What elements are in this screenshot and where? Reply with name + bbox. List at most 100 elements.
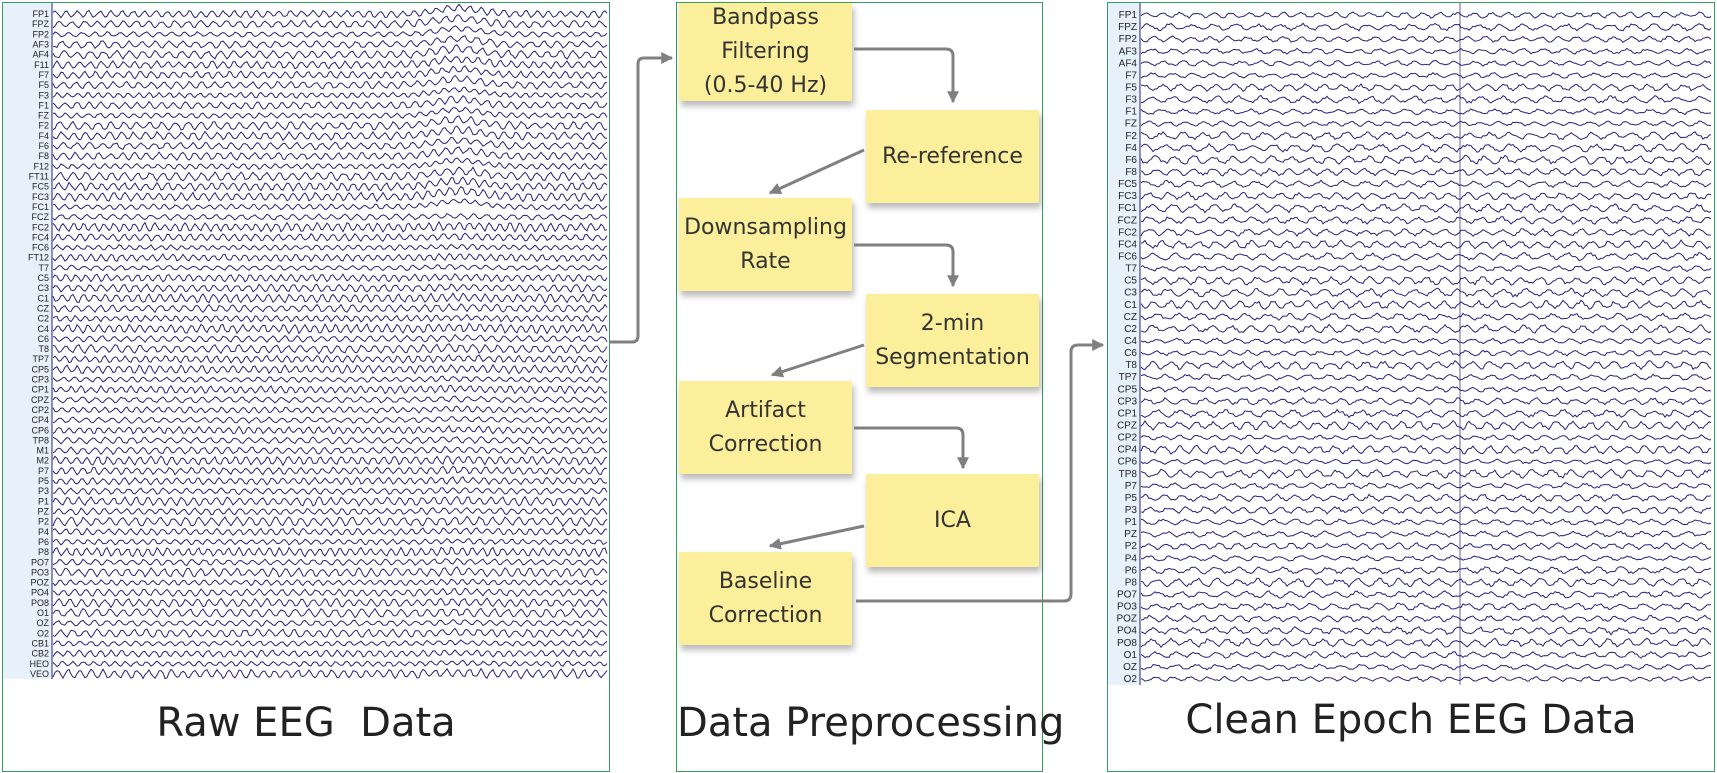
eeg-trace <box>1140 419 1712 431</box>
channel-label: M1 <box>36 446 49 456</box>
channel-label: TP7 <box>1119 372 1138 383</box>
channel-label: P3 <box>38 486 49 496</box>
eeg-trace <box>1140 482 1712 490</box>
channel-label: F5 <box>38 80 49 90</box>
eeg-trace <box>52 94 608 110</box>
channel-label: CPZ <box>1117 420 1137 431</box>
channel-label: FT11 <box>29 172 49 182</box>
channel-label: P4 <box>1125 553 1138 564</box>
eeg-trace <box>1140 120 1712 128</box>
channel-label: FP2 <box>1119 34 1138 45</box>
eeg-trace <box>1140 385 1712 393</box>
eeg-trace <box>52 313 608 323</box>
eeg-trace <box>52 649 607 658</box>
eeg-trace <box>1140 203 1712 214</box>
channel-label: F1 <box>1125 107 1137 118</box>
channel-label: T7 <box>1125 264 1137 275</box>
eeg-trace <box>1140 626 1712 636</box>
eeg-trace <box>52 44 608 60</box>
eeg-trace <box>1140 518 1712 526</box>
eeg-trace <box>52 445 608 456</box>
eeg-trace <box>52 566 608 578</box>
eeg-trace <box>1140 602 1711 612</box>
eeg-trace <box>1140 275 1712 286</box>
channel-label: C2 <box>1124 324 1137 335</box>
eeg-trace <box>52 25 608 38</box>
channel-label: F4 <box>38 131 49 141</box>
eeg-trace <box>1140 191 1712 201</box>
channel-label: M2 <box>36 456 49 466</box>
eeg-trace <box>53 106 608 120</box>
channel-label: O2 <box>1124 674 1138 685</box>
channel-label: F7 <box>1125 70 1137 81</box>
channel-label: F7 <box>38 70 49 80</box>
arrow-raw-to-preprocessing <box>610 52 674 344</box>
eeg-trace <box>1140 35 1712 44</box>
channel-label: FC5 <box>32 182 49 192</box>
channel-label: FC1 <box>32 202 49 212</box>
channel-label: F8 <box>1125 167 1137 178</box>
channel-label: O1 <box>1124 650 1138 661</box>
channel-label: PO4 <box>31 588 49 598</box>
channel-label: CP2 <box>31 405 49 415</box>
channel-label: FP1 <box>1119 10 1138 21</box>
channel-label: AF4 <box>1119 58 1138 69</box>
channel-label: C5 <box>1124 276 1137 287</box>
eeg-trace <box>1140 47 1712 55</box>
channel-label: PO8 <box>1117 638 1137 649</box>
eeg-trace <box>1140 554 1712 562</box>
channel-label: C1 <box>1124 300 1137 311</box>
channel-label: P8 <box>38 547 49 557</box>
eeg-trace <box>52 538 608 546</box>
eeg-trace <box>52 667 608 680</box>
channel-label: FP1 <box>32 9 49 19</box>
eeg-trace <box>52 65 608 80</box>
step-segmentation: 2-min Segmentation <box>866 294 1039 387</box>
channel-label: CZ <box>1124 312 1137 323</box>
channel-label: P5 <box>1125 493 1138 504</box>
eeg-trace <box>52 136 608 151</box>
channel-label: P2 <box>1125 541 1138 552</box>
channel-label: P5 <box>38 476 49 486</box>
eeg-trace <box>52 283 608 293</box>
preprocessing-caption: Data Preprocessing <box>677 700 1065 746</box>
channel-label: P4 <box>38 527 49 537</box>
channel-label: C2 <box>37 314 49 324</box>
channel-label: C1 <box>37 293 49 303</box>
step-baseline-correction: Baseline Correction <box>679 552 852 645</box>
channel-label: C3 <box>1124 288 1137 299</box>
eeg-trace <box>52 487 608 496</box>
channel-label: CP1 <box>1118 408 1138 419</box>
eeg-trace <box>1140 493 1712 503</box>
eeg-trace <box>52 86 608 99</box>
step-artifact-correction: Artifact Correction <box>679 381 852 474</box>
channel-label: FC6 <box>32 243 49 253</box>
step-re-reference: Re-reference <box>866 110 1039 203</box>
channel-label: PZ <box>37 507 49 517</box>
eeg-trace <box>1140 167 1712 177</box>
channel-label: P7 <box>38 466 49 476</box>
channel-label: TP8 <box>32 435 49 445</box>
eeg-trace <box>52 35 608 50</box>
channel-label: P8 <box>1125 577 1138 588</box>
eeg-trace <box>1140 590 1712 599</box>
channel-label: F2 <box>38 121 49 131</box>
eeg-trace <box>1140 251 1712 261</box>
channel-label: FT12 <box>28 253 49 263</box>
channel-label: CP4 <box>1118 445 1138 456</box>
eeg-trace <box>52 405 608 414</box>
eeg-trace <box>52 176 608 193</box>
eeg-trace <box>52 343 608 355</box>
eeg-trace <box>52 506 608 516</box>
channel-label: FP2 <box>32 29 49 39</box>
channel-label: POZ <box>30 578 49 588</box>
eeg-trace <box>1140 94 1712 105</box>
channel-label: P6 <box>1125 565 1138 576</box>
eeg-trace <box>52 587 608 598</box>
channel-label: C4 <box>1124 336 1137 347</box>
eeg-trace <box>1140 577 1712 588</box>
eeg-trace <box>1140 227 1712 237</box>
channel-label: O1 <box>37 608 49 618</box>
channel-label: F4 <box>1125 143 1137 154</box>
